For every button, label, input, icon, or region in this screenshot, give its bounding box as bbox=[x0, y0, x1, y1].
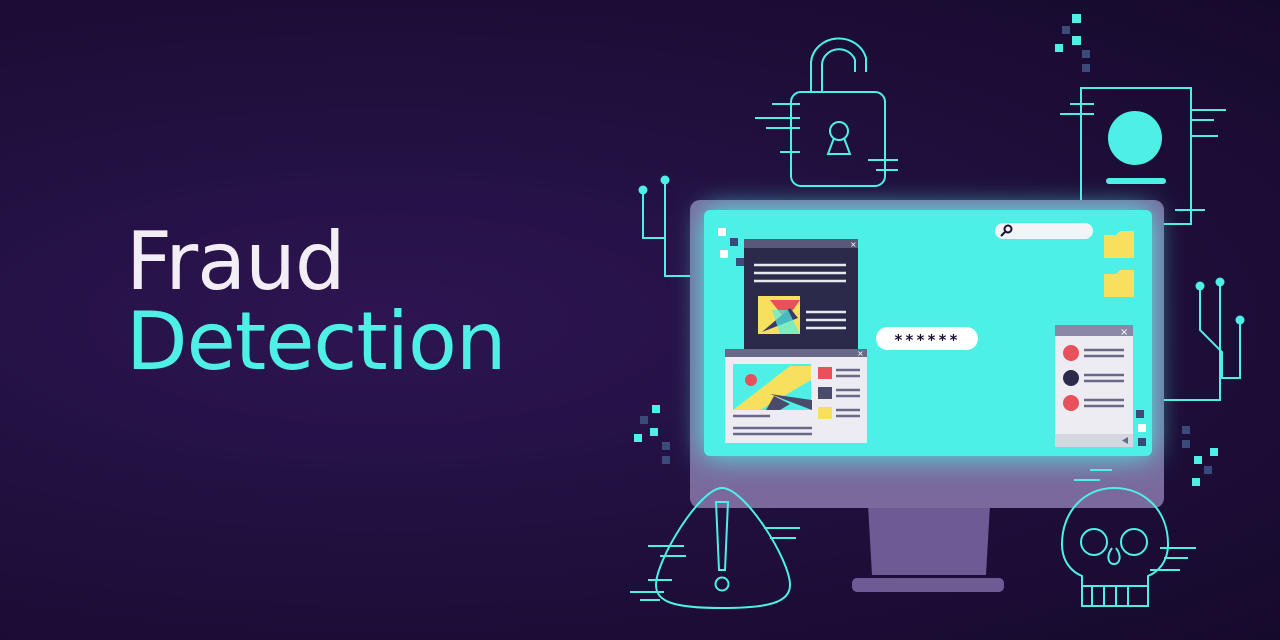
warning-triangle-icon bbox=[630, 486, 800, 610]
password-masked-value: ****** bbox=[894, 331, 960, 349]
headline: Fraud Detection bbox=[126, 215, 507, 388]
search-icon bbox=[1000, 224, 1013, 237]
headline-line-detection: Detection bbox=[126, 295, 507, 388]
article-window: × bbox=[744, 239, 858, 351]
screen-content: × × bbox=[718, 223, 1146, 447]
unlocked-padlock-icon bbox=[755, 37, 898, 187]
close-icon[interactable]: × bbox=[850, 240, 857, 249]
media-window: × bbox=[725, 349, 867, 443]
scroll-arrow-icon[interactable] bbox=[1122, 437, 1128, 444]
close-icon[interactable]: × bbox=[1120, 327, 1128, 338]
folder-icon[interactable] bbox=[1104, 231, 1134, 297]
skull-icon bbox=[1060, 469, 1196, 607]
user-list-window: × bbox=[1055, 325, 1133, 447]
search-bar[interactable] bbox=[995, 223, 1093, 239]
headline-line-fraud: Fraud bbox=[126, 215, 346, 308]
password-field[interactable]: ****** bbox=[876, 327, 978, 350]
close-icon[interactable]: × bbox=[857, 349, 864, 358]
image-thumbnail bbox=[758, 296, 800, 334]
circuit-nodes bbox=[638, 175, 1245, 325]
